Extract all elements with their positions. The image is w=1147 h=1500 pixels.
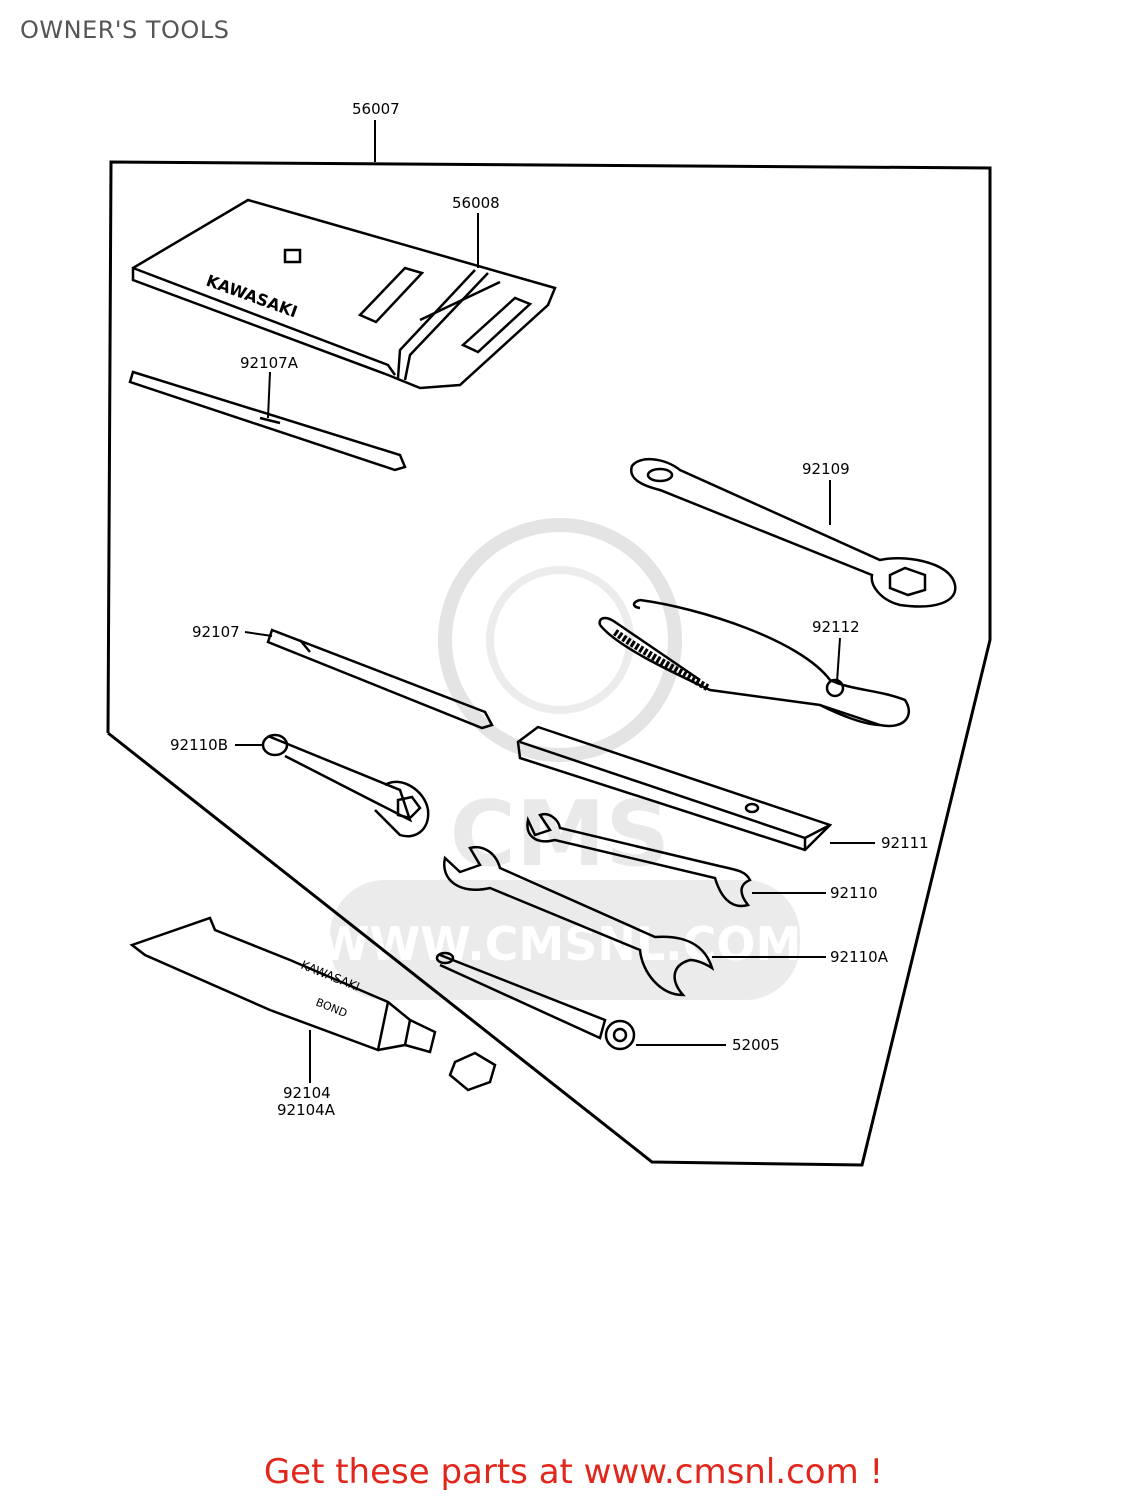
part-label-56008: 56008 [452, 194, 500, 212]
watermark: CMS WWW.CMSNL.COM [319, 518, 802, 1000]
tool-pouch: KAWASAKI [131, 198, 557, 390]
part-label-92111: 92111 [881, 834, 929, 852]
part-label-92107A: 92107A [240, 354, 299, 372]
pliers-92112 [598, 598, 911, 728]
part-label-92104A: 92104A [277, 1101, 336, 1119]
part-label-92109: 92109 [802, 460, 850, 478]
kit-boundary [106, 160, 992, 1167]
ring-wrench-92109 [630, 458, 957, 608]
part-label-92110: 92110 [830, 884, 878, 902]
plug-wrench-92110B [261, 733, 430, 838]
cta-link[interactable]: Get these parts at www.cmsnl.com ! [263, 1452, 884, 1492]
part-label-52005: 52005 [732, 1036, 780, 1054]
spanner-92110 [526, 813, 752, 908]
part-label-92107: 92107 [192, 623, 240, 641]
tube-product: BOND [314, 996, 349, 1020]
watermark-url: WWW.CMSNL.COM [319, 917, 802, 971]
leader-92107A [267, 371, 271, 419]
part-label-92110B: 92110B [170, 736, 228, 754]
part-label-56007: 56007 [352, 100, 400, 118]
part-label-92104: 92104 [283, 1084, 331, 1102]
handle-bar-92111 [516, 725, 833, 852]
watermark-logo: CMS [450, 782, 670, 887]
extension-bar-52005 [435, 951, 636, 1051]
part-label-92112: 92112 [812, 618, 860, 636]
leader-92112 [836, 637, 841, 683]
leader-92107 [244, 631, 273, 637]
screwdriver-blade-92107A [128, 370, 407, 472]
page-title: OWNER'S TOOLS [20, 16, 230, 44]
screwdriver-92107 [266, 628, 494, 730]
spanner-92110A [442, 846, 715, 997]
part-label-92110A: 92110A [830, 948, 889, 966]
